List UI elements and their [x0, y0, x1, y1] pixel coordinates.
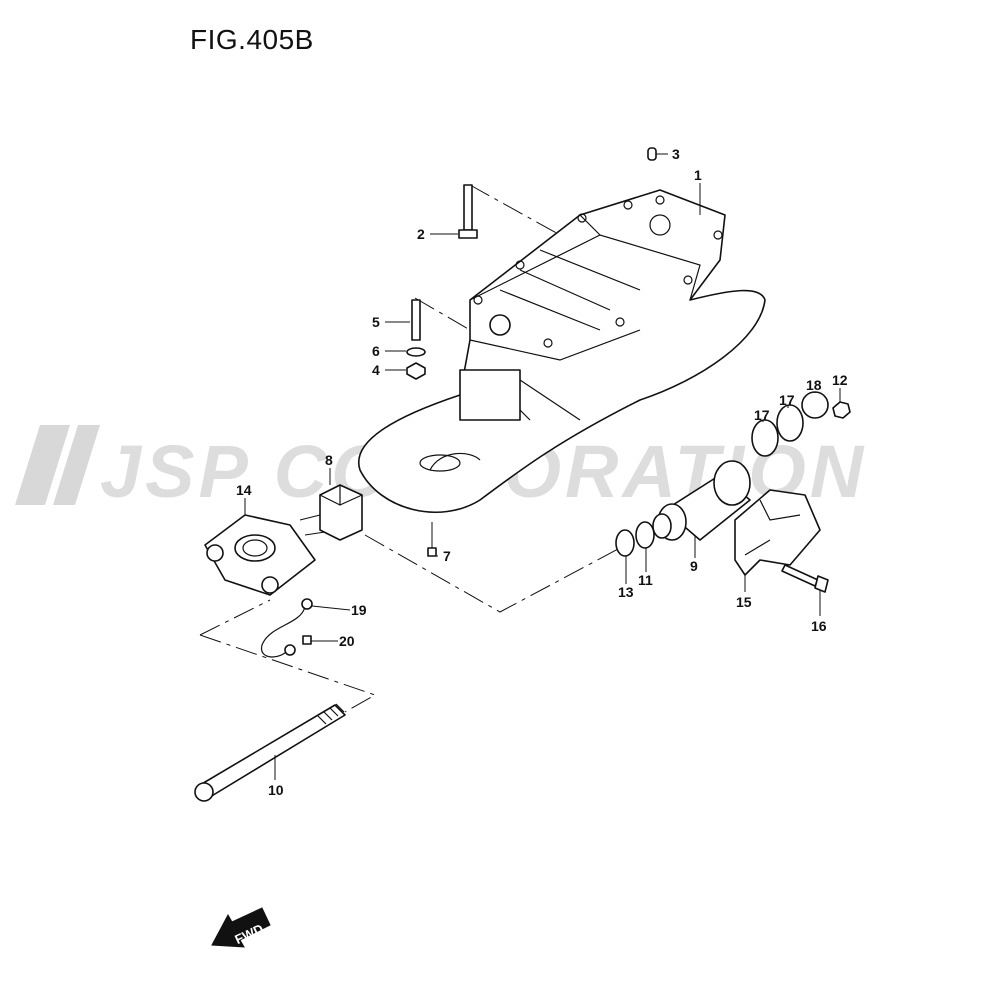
guide-line — [364, 534, 621, 613]
part-2-bolt — [458, 184, 478, 239]
callout-3: 3 — [672, 146, 680, 162]
part-17-washer — [751, 419, 779, 457]
part-15-mount-bracket — [734, 489, 821, 576]
guide-line — [469, 184, 561, 236]
callout-16: 16 — [811, 618, 827, 634]
guide-line — [414, 297, 471, 331]
callout-14: 14 — [236, 482, 252, 498]
callout-11: 11 — [638, 572, 653, 588]
part-3-dowel-pin — [647, 147, 657, 161]
part-8-mount-rubber — [299, 484, 363, 541]
part-7-screw — [427, 522, 437, 557]
callout-19: 19 — [351, 602, 367, 618]
part-5-stud-bolt — [411, 299, 421, 341]
callout-5: 5 — [372, 314, 380, 330]
callout-20: 20 — [339, 633, 355, 649]
callout-18: 18 — [806, 377, 822, 393]
forward-direction-arrow-icon: FWD — [211, 907, 271, 948]
callout-4: 4 — [372, 362, 380, 378]
leader-lines — [244, 153, 841, 780]
part-14-clamp-bracket — [204, 514, 316, 596]
part-13-washer — [615, 529, 635, 557]
part-10-clamp-rod — [194, 703, 346, 802]
figure-title: FIG.405B — [190, 24, 314, 55]
callout-7: 7 — [443, 548, 451, 564]
part-18-washer — [801, 391, 829, 419]
callout-labels: 3 1 2 5 6 4 8 14 7 9 10 11 12 13 15 16 1… — [236, 146, 848, 798]
part-4-nut — [406, 362, 426, 380]
part-6-washer — [406, 347, 426, 357]
part-16-bolt — [781, 564, 829, 593]
part-11-washer — [635, 521, 655, 549]
callout-6: 6 — [372, 343, 380, 359]
callout-13: 13 — [618, 584, 634, 600]
callout-15: 15 — [736, 594, 752, 610]
part-17-washer — [776, 404, 804, 442]
guide-line — [199, 599, 377, 713]
part-9-bushing — [652, 460, 751, 541]
callout-8: 8 — [325, 452, 333, 468]
part-12-nut — [832, 401, 851, 419]
callout-10: 10 — [268, 782, 284, 798]
callout-17b: 17 — [779, 392, 795, 408]
callout-9: 9 — [690, 558, 698, 574]
part-19-20-ground-wire — [261, 598, 313, 658]
callout-2: 2 — [417, 226, 425, 242]
callout-17a: 17 — [754, 407, 770, 423]
part-1-drive-shaft-housing — [357, 189, 766, 513]
callout-1: 1 — [694, 167, 702, 183]
callout-12: 12 — [832, 372, 848, 388]
